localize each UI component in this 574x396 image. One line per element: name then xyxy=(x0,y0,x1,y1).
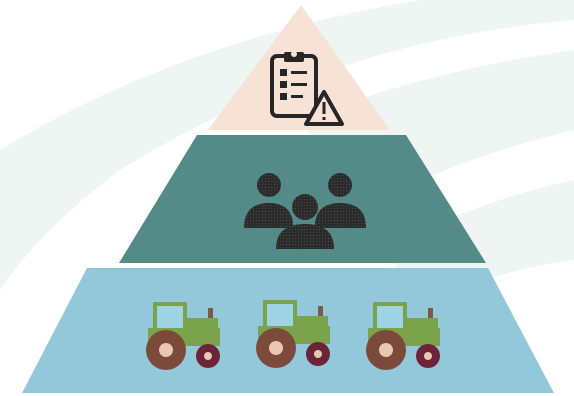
tractor-icon xyxy=(146,302,220,370)
tractor-icon xyxy=(366,302,440,370)
tractor-icon xyxy=(256,300,330,368)
